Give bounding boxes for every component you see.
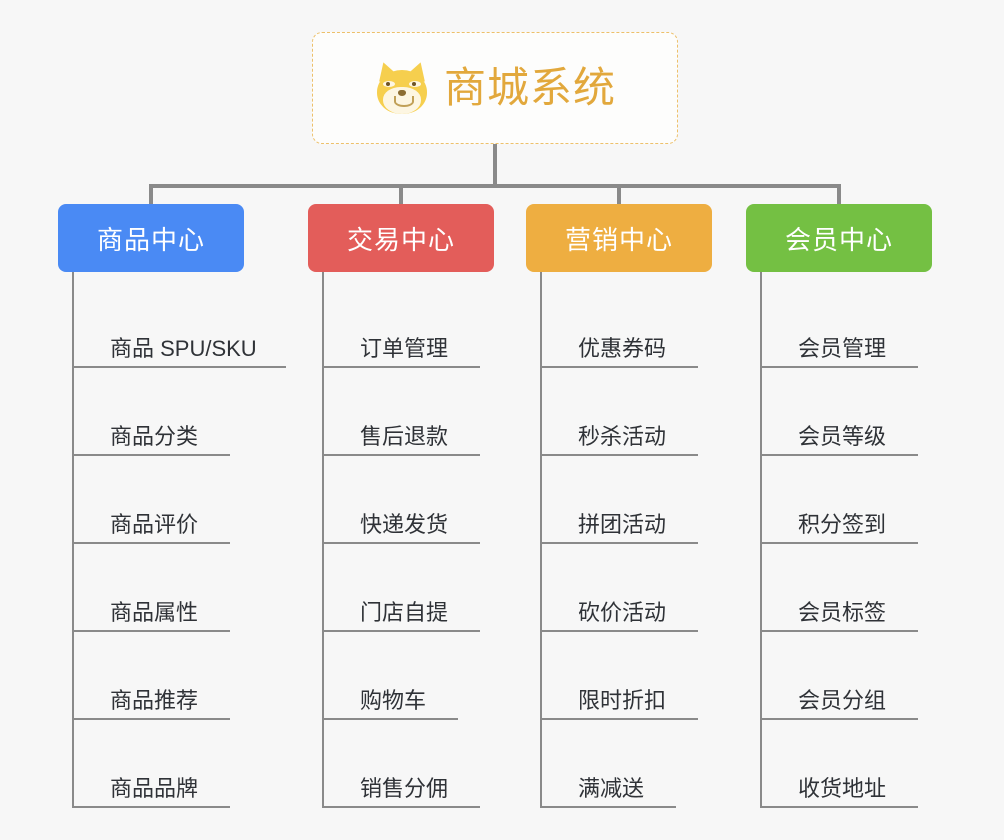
leaf-list-2: 优惠券码 秒杀活动 拼团活动 砍价活动 限时折扣 满减送 <box>540 272 712 808</box>
leaf-item[interactable]: 商品推荐 <box>74 632 244 720</box>
leaf-label: 快递发货 <box>360 511 449 537</box>
leaf-item[interactable]: 购物车 <box>324 632 494 720</box>
leaf-label: 积分签到 <box>798 511 887 537</box>
leaf-underline <box>762 630 918 632</box>
leaf-label: 秒杀活动 <box>578 423 667 449</box>
leaf-underline <box>324 542 480 544</box>
leaf-label: 商品属性 <box>110 599 199 625</box>
leaf-label: 商品 SPU/SKU <box>110 335 257 361</box>
leaf-underline <box>74 454 230 456</box>
leaf-label: 砍价活动 <box>578 599 667 625</box>
leaf-underline <box>74 806 230 808</box>
leaf-label: 会员标签 <box>798 599 887 625</box>
leaf-item[interactable]: 积分签到 <box>762 456 932 544</box>
leaf-underline <box>324 454 480 456</box>
leaf-underline <box>542 718 698 720</box>
category-label-3: 会员中心 <box>784 224 893 255</box>
leaf-item[interactable]: 商品分类 <box>74 368 244 456</box>
leaf-label: 商品推荐 <box>110 687 199 713</box>
leaf-underline <box>324 806 480 808</box>
leaf-underline <box>542 806 676 808</box>
leaf-underline <box>762 454 918 456</box>
category-label-0: 商品中心 <box>96 224 205 255</box>
leaf-underline <box>324 366 480 368</box>
leaf-label: 订单管理 <box>360 335 449 361</box>
leaf-item[interactable]: 会员分组 <box>762 632 932 720</box>
leaf-label: 优惠券码 <box>578 335 667 361</box>
leaf-item[interactable]: 快递发货 <box>324 456 494 544</box>
leaf-item[interactable]: 商品属性 <box>74 544 244 632</box>
connector-drop-2 <box>399 184 403 206</box>
branch-营销中心: 营销中心 优惠券码 秒杀活动 拼团活动 砍价活动 限时折扣 满减送 <box>526 204 712 808</box>
leaf-item[interactable]: 会员管理 <box>762 280 932 368</box>
leaf-label: 会员等级 <box>798 423 887 449</box>
leaf-label: 会员管理 <box>798 335 887 361</box>
leaf-item[interactable]: 拼团活动 <box>542 456 712 544</box>
category-box-3[interactable]: 会员中心 <box>746 204 932 272</box>
category-box-0[interactable]: 商品中心 <box>58 204 244 272</box>
leaf-underline <box>762 806 918 808</box>
leaf-label: 会员分组 <box>798 687 887 713</box>
leaf-item[interactable]: 门店自提 <box>324 544 494 632</box>
leaf-item[interactable]: 商品品牌 <box>74 720 244 808</box>
leaf-item[interactable]: 满减送 <box>542 720 712 808</box>
leaf-label: 销售分佣 <box>360 775 449 801</box>
leaf-item[interactable]: 商品评价 <box>74 456 244 544</box>
shiba-dog-face-icon <box>373 59 431 115</box>
leaf-underline <box>74 366 286 368</box>
leaf-item[interactable]: 秒杀活动 <box>542 368 712 456</box>
leaf-list-3: 会员管理 会员等级 积分签到 会员标签 会员分组 收货地址 <box>760 272 932 808</box>
branch-会员中心: 会员中心 会员管理 会员等级 积分签到 会员标签 会员分组 收货地址 <box>746 204 932 808</box>
leaf-item[interactable]: 会员等级 <box>762 368 932 456</box>
leaf-item[interactable]: 会员标签 <box>762 544 932 632</box>
connector-root-stem <box>493 144 497 188</box>
branch-商品中心: 商品中心 商品 SPU/SKU 商品分类 商品评价 商品属性 商品推荐 商品品牌 <box>58 204 286 808</box>
leaf-underline <box>762 718 918 720</box>
leaf-item[interactable]: 销售分佣 <box>324 720 494 808</box>
leaf-label: 限时折扣 <box>578 687 667 713</box>
leaf-underline <box>324 630 480 632</box>
leaf-label: 收货地址 <box>798 775 887 801</box>
leaf-list-1: 订单管理 售后退款 快递发货 门店自提 购物车 销售分佣 <box>322 272 494 808</box>
root-title: 商城系统 <box>443 64 616 111</box>
leaf-underline <box>542 366 698 368</box>
leaf-item[interactable]: 售后退款 <box>324 368 494 456</box>
leaf-label: 购物车 <box>360 687 427 713</box>
category-box-1[interactable]: 交易中心 <box>308 204 494 272</box>
leaf-item[interactable]: 订单管理 <box>324 280 494 368</box>
leaf-label: 售后退款 <box>360 423 449 449</box>
connector-drop-3 <box>617 184 621 206</box>
connector-horizontal-bus <box>149 184 841 188</box>
leaf-underline <box>74 542 230 544</box>
leaf-label: 商品品牌 <box>110 775 199 801</box>
leaf-item[interactable]: 优惠券码 <box>542 280 712 368</box>
leaf-underline <box>762 542 918 544</box>
leaf-label: 商品分类 <box>110 423 199 449</box>
leaf-underline <box>542 542 698 544</box>
leaf-underline <box>324 718 458 720</box>
leaf-underline <box>762 366 918 368</box>
category-box-2[interactable]: 营销中心 <box>526 204 712 272</box>
leaf-label: 门店自提 <box>360 599 449 625</box>
leaf-item[interactable]: 收货地址 <box>762 720 932 808</box>
leaf-item[interactable]: 商品 SPU/SKU <box>74 280 286 368</box>
category-label-2: 营销中心 <box>564 224 673 255</box>
leaf-label: 商品评价 <box>110 511 199 537</box>
leaf-item[interactable]: 限时折扣 <box>542 632 712 720</box>
leaf-item[interactable]: 砍价活动 <box>542 544 712 632</box>
leaf-underline <box>74 630 230 632</box>
leaf-label: 拼团活动 <box>578 511 667 537</box>
root-node[interactable]: 商城系统 <box>312 32 678 144</box>
leaf-list-0: 商品 SPU/SKU 商品分类 商品评价 商品属性 商品推荐 商品品牌 <box>72 272 286 808</box>
leaf-underline <box>74 718 230 720</box>
leaf-label: 满减送 <box>578 775 645 801</box>
leaf-underline <box>542 630 698 632</box>
branch-交易中心: 交易中心 订单管理 售后退款 快递发货 门店自提 购物车 销售分佣 <box>308 204 494 808</box>
category-label-1: 交易中心 <box>346 224 455 255</box>
leaf-underline <box>542 454 698 456</box>
connector-drop-1 <box>149 184 153 206</box>
connector-drop-4 <box>837 184 841 206</box>
